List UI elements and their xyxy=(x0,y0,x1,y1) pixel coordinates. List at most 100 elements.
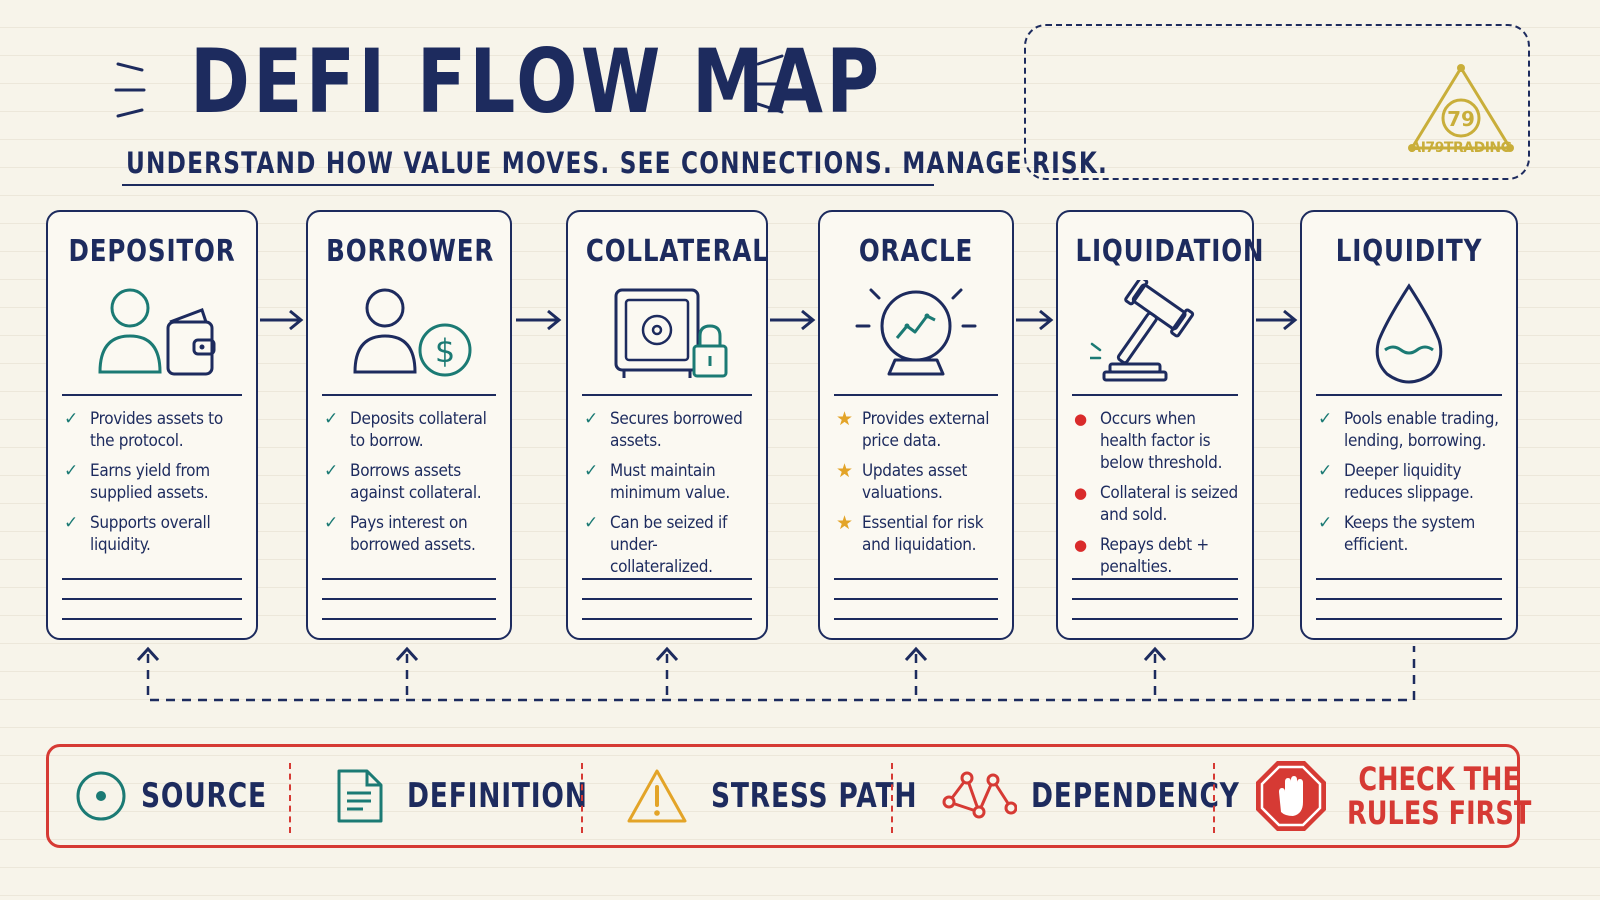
check-icon: ✓ xyxy=(64,513,79,533)
stop-label-line2: RULES FIRST xyxy=(1347,794,1532,832)
list-item: ✓Can be seized if under-collateralized. xyxy=(584,513,728,577)
list-item: ✓Must maintain minimum value. xyxy=(584,461,730,503)
card-liquidity: LIQUIDITY ✓Pools enable trading, lending… xyxy=(1300,210,1518,640)
document-icon xyxy=(337,769,383,823)
list-item: ✓Pools enable trading, lending, borrowin… xyxy=(1318,409,1499,451)
person-wallet-icon xyxy=(98,288,216,376)
check-rules-text: CHECK THE RULES FIRST xyxy=(1347,762,1577,830)
legend-dependency: DEPENDENCY xyxy=(941,747,1299,845)
list-item: ✓Supports overall liquidity. xyxy=(64,513,211,555)
legend-definition: DEFINITION xyxy=(335,747,639,845)
star-icon: ★ xyxy=(836,512,854,534)
list-item: ✓Secures borrowed assets. xyxy=(584,409,743,451)
legend-label: SOURCE xyxy=(141,776,267,816)
safe-lock-icon xyxy=(614,288,728,378)
check-icon: ✓ xyxy=(584,461,599,481)
list-item: ★Provides external price data. xyxy=(836,408,990,451)
red-dot-icon: ● xyxy=(1074,484,1088,502)
list-item: ✓Keeps the system efficient. xyxy=(1318,513,1475,555)
card-ruled-lines xyxy=(582,578,752,622)
legend-panel: SOURCE DEFINITION STRESS PATH xyxy=(46,744,1531,848)
card-separator xyxy=(1072,394,1238,396)
gavel-icon xyxy=(1090,280,1195,382)
flow-arrow-right-icon xyxy=(1016,309,1054,331)
card-ruled-lines xyxy=(62,578,242,622)
page-subtitle: UNDERSTAND HOW VALUE MOVES. SEE CONNECTI… xyxy=(126,146,1109,180)
card-ruled-lines xyxy=(322,578,496,622)
card-bullets: ●Occurs when health factor is below thre… xyxy=(1074,408,1242,586)
crystal-ball-chart-icon xyxy=(855,288,977,376)
logo-wordmark: AI79TRADING xyxy=(1410,140,1512,156)
card-title: ORACLE xyxy=(858,234,974,269)
list-item: ✓Deeper liquidity reduces slippage. xyxy=(1318,461,1474,503)
check-icon: ✓ xyxy=(584,409,599,429)
legend-divider xyxy=(581,763,583,833)
card-separator xyxy=(582,394,752,396)
red-dot-icon: ● xyxy=(1074,410,1088,428)
list-item: ●Repays debt + penalties. xyxy=(1074,535,1209,577)
list-item: ★Essential for risk and liquidation. xyxy=(836,512,984,555)
check-icon: ✓ xyxy=(324,513,339,533)
check-icon: ✓ xyxy=(584,513,599,533)
card-bullets: ✓Secures borrowed assets. ✓Must maintain… xyxy=(584,408,756,586)
card-liquidation: LIQUIDATION ●Occurs when health factor i… xyxy=(1056,210,1265,640)
legend-source: SOURCE xyxy=(75,747,302,845)
check-icon: ✓ xyxy=(1318,409,1333,429)
flow-arrow-right-icon xyxy=(260,309,304,331)
title-left-dashes xyxy=(114,62,146,118)
legend-label: DEPENDENCY xyxy=(1031,776,1240,816)
list-item: ✓Provides assets to the protocol. xyxy=(64,409,223,451)
star-icon: ★ xyxy=(836,408,854,430)
star-icon: ★ xyxy=(836,460,854,482)
water-drop-icon xyxy=(1375,283,1443,384)
card-ruled-lines xyxy=(834,578,998,622)
legend-divider xyxy=(891,763,893,833)
logo-badge: 79 xyxy=(1447,107,1475,131)
source-icon xyxy=(76,771,126,821)
list-item: ✓Deposits collateral to borrow. xyxy=(324,409,487,451)
stop-label-line1: CHECK THE xyxy=(1358,760,1520,798)
card-title: COLLATERAL xyxy=(585,234,769,269)
card-bullets: ✓Provides assets to the protocol. ✓Earns… xyxy=(64,408,246,564)
legend-label: DEFINITION xyxy=(407,776,588,816)
list-item: ✓Borrows assets against collateral. xyxy=(324,461,482,503)
check-icon: ✓ xyxy=(324,409,339,429)
list-item: ✓Pays interest on borrowed assets. xyxy=(324,513,476,555)
card-oracle: ORACLE ★Provides external price data. ★U… xyxy=(818,210,1014,640)
stop-hand-icon xyxy=(1256,761,1326,831)
card-title: LIQUIDITY xyxy=(1335,234,1483,269)
card-separator xyxy=(322,394,496,396)
dependency-network-icon xyxy=(942,771,1017,819)
check-icon: ✓ xyxy=(1318,461,1333,481)
flow-arrow-right-icon xyxy=(770,309,816,331)
logo-frame xyxy=(1024,24,1530,180)
list-item: ●Occurs when health factor is below thre… xyxy=(1074,409,1223,473)
legend-label: STRESS PATH xyxy=(711,776,918,816)
page-title: DEFI FLOW MAP xyxy=(190,30,883,133)
card-title: BORROWER xyxy=(326,234,495,269)
card-title: LIQUIDATION xyxy=(1075,234,1265,269)
ai79trading-logo-icon: 79 xyxy=(1408,64,1514,152)
card-separator xyxy=(1316,394,1502,396)
legend-divider xyxy=(1213,763,1215,833)
subtitle-underline xyxy=(122,184,934,186)
check-icon: ✓ xyxy=(324,461,339,481)
svg-text:$: $ xyxy=(435,332,455,370)
card-bullets: ✓Deposits collateral to borrow. ✓Borrows… xyxy=(324,408,500,564)
flow-arrow-right-icon xyxy=(516,309,562,331)
card-separator xyxy=(834,394,998,396)
card-bullets: ★Provides external price data. ★Updates … xyxy=(836,408,1002,564)
feedback-loop-dashed-path xyxy=(136,646,1416,702)
card-depositor: DEPOSITOR ✓Provides assets to the protoc… xyxy=(46,210,258,640)
card-bullets: ✓Pools enable trading, lending, borrowin… xyxy=(1318,408,1506,564)
list-item: ●Collateral is seized and sold. xyxy=(1074,483,1238,525)
flow-arrow-right-icon xyxy=(1256,309,1298,331)
legend-stress-path: STRESS PATH xyxy=(625,747,976,845)
check-icon: ✓ xyxy=(1318,513,1333,533)
list-item: ★Updates asset valuations. xyxy=(836,460,968,503)
list-item: ✓Earns yield from supplied assets. xyxy=(64,461,210,503)
legend-check-rules: CHECK THE RULES FIRST xyxy=(1253,747,1577,845)
warning-triangle-icon xyxy=(627,769,687,823)
card-collateral: COLLATERAL ✓Secures borrowed assets. ✓Mu… xyxy=(566,210,768,640)
red-dot-icon: ● xyxy=(1074,536,1088,554)
